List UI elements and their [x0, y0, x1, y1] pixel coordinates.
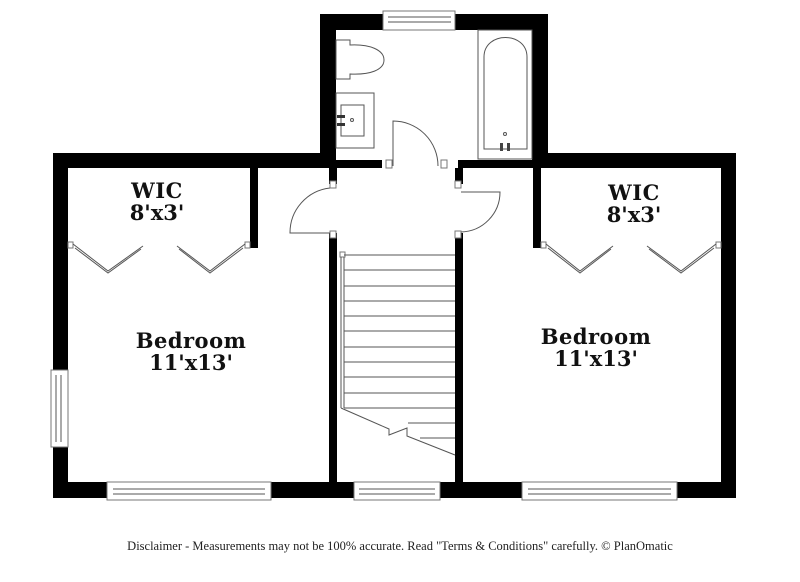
room-dimensions: 8'x3': [606, 202, 662, 228]
toilet-icon: [335, 39, 385, 80]
room-label-wic-left: WIC 8'x3': [129, 178, 185, 226]
window-left-bedroom-bottom: [106, 481, 272, 501]
window-hallway-bottom: [353, 481, 441, 501]
room-name: Bedroom: [540, 324, 652, 349]
room-label-wic-right: WIC 8'x3': [606, 180, 662, 228]
room-name: WIC: [608, 180, 660, 205]
walls: [53, 14, 736, 498]
room-label-bedroom-right: Bedroom 11'x13': [540, 324, 652, 372]
room-dimensions: 8'x3': [129, 200, 185, 226]
window-bathroom-top: [382, 10, 456, 31]
bathroom-door-icon: [385, 120, 448, 169]
left-wic-bifold-door-icon: [67, 241, 251, 274]
windows: [50, 10, 678, 501]
left-bedroom-door-icon: [289, 180, 337, 239]
room-name: Bedroom: [135, 328, 247, 353]
room-name: WIC: [131, 178, 183, 203]
right-wic-bifold-door-icon: [540, 241, 722, 274]
window-right-bedroom-bottom: [521, 481, 678, 501]
room-dimensions: 11'x13': [554, 346, 638, 372]
room-dimensions: 11'x13': [149, 350, 233, 376]
bathtub-icon: [477, 29, 533, 160]
staircase-icon: [339, 251, 456, 456]
sink-vanity-icon: [335, 92, 375, 149]
window-left-bedroom-side: [50, 369, 69, 448]
disclaimer-text: Disclaimer - Measurements may not be 100…: [127, 539, 673, 553]
right-bedroom-door-icon: [454, 180, 501, 239]
room-label-bedroom-left: Bedroom 11'x13': [135, 328, 247, 376]
